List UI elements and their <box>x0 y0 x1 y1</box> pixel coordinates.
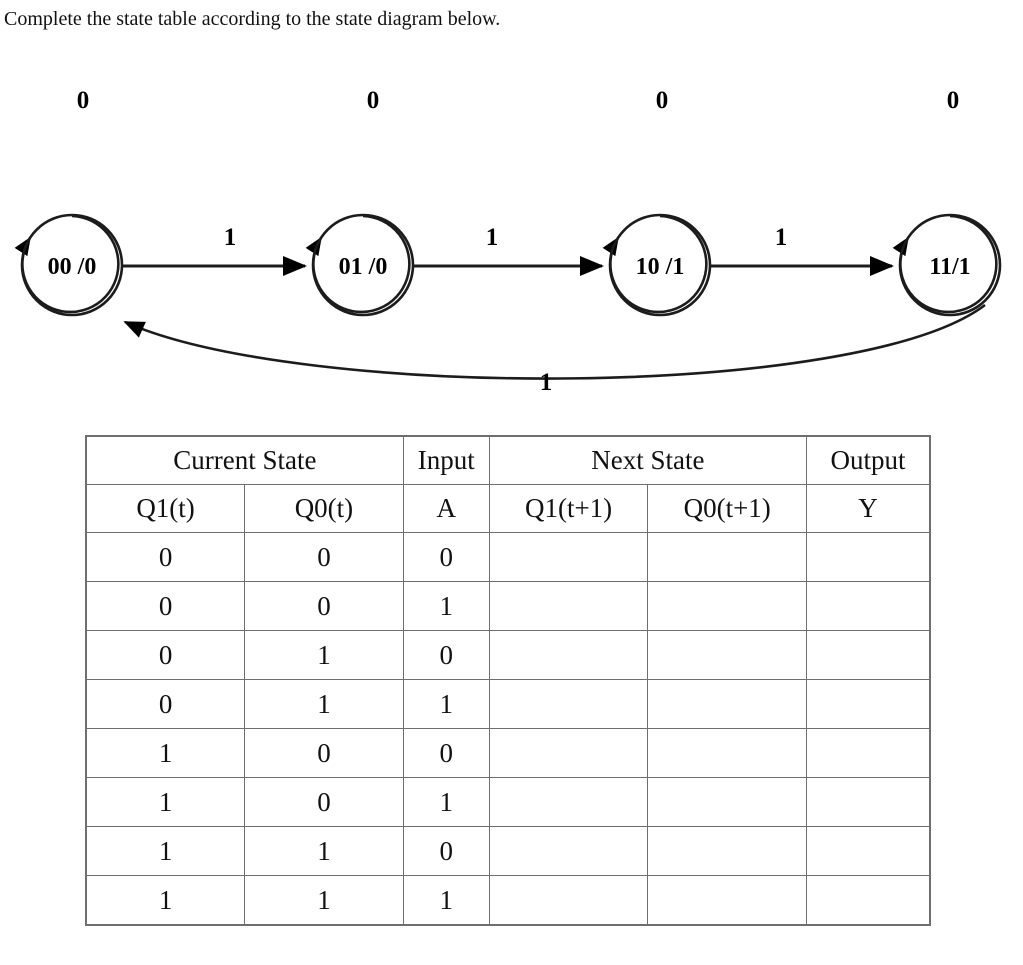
cell-q0t: 0 <box>244 581 404 631</box>
table-row: 0 0 0 <box>85 532 931 582</box>
cell-q0tplus1-input[interactable] <box>647 532 807 582</box>
cell-q1t: 0 <box>85 630 246 680</box>
transition-label-s1-s2: 1 <box>486 224 499 251</box>
state-diagram-canvas: 00 /0 01 /0 10 /1 11/1 0 0 0 0 1 1 1 1 <box>14 87 1002 396</box>
cell-y-input[interactable] <box>806 679 931 729</box>
cell-q0tplus1-input[interactable] <box>647 875 807 926</box>
edge-s3-to-s0 <box>123 303 986 380</box>
header-a: A <box>402 484 490 533</box>
cell-q1tplus1-input[interactable] <box>488 532 649 582</box>
cell-q1t: 0 <box>85 532 246 582</box>
header-input: Input <box>402 435 490 485</box>
header-q1tplus1: Q1(t+1) <box>488 484 649 533</box>
cell-a: 1 <box>402 875 490 926</box>
cell-y-input[interactable] <box>806 777 931 827</box>
state-label-s1: 01 /0 <box>339 254 388 280</box>
header-q0tplus1: Q0(t+1) <box>647 484 807 533</box>
header-current-state: Current State <box>85 435 404 485</box>
self-loop-label-s1: 0 <box>367 87 380 114</box>
table-row: 0 1 1 <box>85 679 931 729</box>
cell-a: 1 <box>402 679 490 729</box>
self-loop-label-s2: 0 <box>656 87 669 114</box>
header-output: Output <box>806 435 931 485</box>
cell-q0t: 1 <box>244 630 404 680</box>
self-loop-label-s0: 0 <box>77 87 90 114</box>
cell-q0tplus1-input[interactable] <box>647 581 807 631</box>
cell-a: 1 <box>402 777 490 827</box>
cell-q0tplus1-input[interactable] <box>647 630 807 680</box>
cell-y-input[interactable] <box>806 532 931 582</box>
cell-q0tplus1-input[interactable] <box>647 826 807 876</box>
transition-label-s2-s3: 1 <box>775 224 788 251</box>
cell-y-input[interactable] <box>806 875 931 926</box>
table-row: 1 1 1 <box>85 875 931 926</box>
transition-label-s3-s0: 1 <box>540 369 553 396</box>
state-node-s0: 00 /0 <box>20 213 124 317</box>
cell-q0t: 1 <box>244 875 404 926</box>
cell-q0t: 1 <box>244 826 404 876</box>
header-y: Y <box>806 484 931 533</box>
cell-q0t: 0 <box>244 777 404 827</box>
state-table-container: Current State Input Next State Output Q1… <box>85 435 931 926</box>
page-instruction-text: Complete the state table according to th… <box>4 8 501 30</box>
cell-a: 0 <box>402 728 490 778</box>
header-q1t: Q1(t) <box>85 484 246 533</box>
header-q0t: Q0(t) <box>244 484 404 533</box>
cell-q0t: 0 <box>244 728 404 778</box>
state-table-head: Current State Input Next State Output Q1… <box>85 435 931 533</box>
cell-q0t: 0 <box>244 532 404 582</box>
cell-a: 0 <box>402 826 490 876</box>
cell-q0tplus1-input[interactable] <box>647 728 807 778</box>
transition-label-s0-s1: 1 <box>224 224 237 251</box>
header-next-state: Next State <box>488 435 808 485</box>
state-table-body: 0 0 0 0 0 1 0 1 0 <box>85 532 931 926</box>
cell-q1tplus1-input[interactable] <box>488 777 649 827</box>
cell-q1t: 1 <box>85 826 246 876</box>
cell-q1t: 1 <box>85 777 246 827</box>
table-row: 1 0 0 <box>85 728 931 778</box>
state-table: Current State Input Next State Output Q1… <box>85 435 931 926</box>
state-node-s3: 11/1 <box>898 213 1002 317</box>
state-node-s1: 01 /0 <box>311 213 415 317</box>
table-group-header-row: Current State Input Next State Output <box>85 435 931 485</box>
cell-y-input[interactable] <box>806 728 931 778</box>
cell-q1tplus1-input[interactable] <box>488 875 649 926</box>
state-label-s2: 10 /1 <box>636 254 685 280</box>
cell-q1t: 1 <box>85 875 246 926</box>
table-row: 0 0 1 <box>85 581 931 631</box>
cell-q0t: 1 <box>244 679 404 729</box>
table-column-header-row: Q1(t) Q0(t) A Q1(t+1) Q0(t+1) Y <box>85 484 931 533</box>
cell-q1t: 1 <box>85 728 246 778</box>
cell-q1tplus1-input[interactable] <box>488 728 649 778</box>
cell-q1tplus1-input[interactable] <box>488 630 649 680</box>
cell-q1tplus1-input[interactable] <box>488 826 649 876</box>
cell-a: 0 <box>402 630 490 680</box>
cell-a: 0 <box>402 532 490 582</box>
self-loop-label-s3: 0 <box>947 87 960 114</box>
table-row: 1 1 0 <box>85 826 931 876</box>
cell-a: 1 <box>402 581 490 631</box>
cell-q1t: 0 <box>85 679 246 729</box>
state-diagram: 00 /0 01 /0 10 /1 11/1 0 0 0 0 1 1 1 1 <box>0 70 1023 410</box>
cell-q0tplus1-input[interactable] <box>647 679 807 729</box>
state-label-s3: 11/1 <box>929 254 970 280</box>
cell-y-input[interactable] <box>806 581 931 631</box>
table-row: 0 1 0 <box>85 630 931 680</box>
cell-y-input[interactable] <box>806 826 931 876</box>
cell-q1tplus1-input[interactable] <box>488 581 649 631</box>
cell-y-input[interactable] <box>806 630 931 680</box>
cell-q1t: 0 <box>85 581 246 631</box>
state-node-s2: 10 /1 <box>608 213 712 317</box>
table-row: 1 0 1 <box>85 777 931 827</box>
state-label-s0: 00 /0 <box>48 254 97 280</box>
cell-q1tplus1-input[interactable] <box>488 679 649 729</box>
cell-q0tplus1-input[interactable] <box>647 777 807 827</box>
